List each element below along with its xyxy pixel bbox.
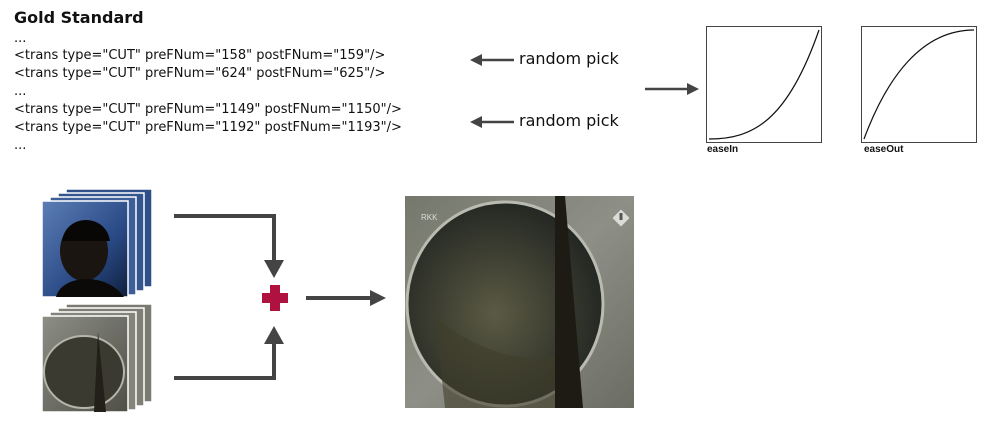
blended-frame-image: RKK (405, 196, 634, 408)
code-line: ... (14, 31, 27, 46)
frame-stack-top (36, 183, 156, 298)
ease-in-label: easeIn (707, 144, 739, 155)
random-pick-label: random pick (519, 49, 619, 68)
code-line: ... (14, 138, 27, 153)
arrow-right-icon (306, 290, 386, 306)
ease-out-label: easeOut (864, 144, 904, 155)
frame-stack-top-image (41, 188, 153, 298)
plus-icon (262, 285, 288, 311)
merge-arrows (174, 214, 284, 380)
ease-out-curve (861, 26, 977, 143)
code-line: <trans type="CUT" preFNum="1192" postFNu… (14, 120, 402, 135)
ease-out-curve-plot (863, 29, 975, 140)
arrow-right-icon (645, 83, 699, 95)
code-line: <trans type="CUT" preFNum="1149" postFNu… (14, 102, 402, 117)
frame-stack-bottom-image (41, 303, 153, 413)
code-line: <trans type="CUT" preFNum="158" postFNum… (14, 48, 386, 63)
arrow-left-icon (470, 54, 514, 66)
code-line: <trans type="CUT" preFNum="624" postFNum… (14, 66, 386, 81)
random-pick-label: random pick (519, 111, 619, 130)
watermark: RKK (421, 213, 438, 222)
frame-stack-bottom (36, 302, 156, 417)
arrow-left-icon (470, 116, 514, 128)
code-line: ... (14, 84, 27, 99)
ease-in-curve-plot (708, 29, 820, 140)
blended-frame: RKK (405, 196, 634, 408)
gold-standard-title: Gold Standard (14, 8, 144, 27)
ease-in-curve (706, 26, 822, 143)
